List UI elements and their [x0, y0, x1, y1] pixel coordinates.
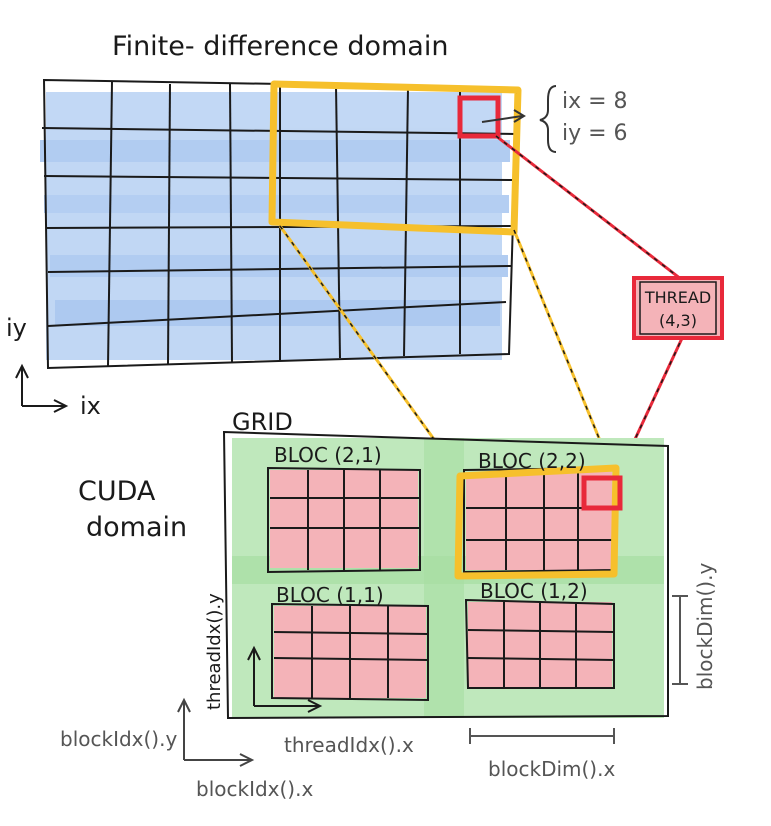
threadidx-y-label: threadIdx().y — [204, 593, 225, 710]
thread-axes: threadIdx().y — [204, 593, 323, 713]
threadidx-x-arrow — [254, 699, 323, 713]
connectors — [278, 134, 691, 481]
blockdim-y-marker — [672, 595, 688, 685]
grid-label: GRID — [232, 408, 293, 436]
cuda-domain-label-line1: CUDA — [78, 476, 156, 507]
cuda-block-highlight — [454, 464, 620, 580]
threadidx-x-label: threadIdx().x — [284, 733, 414, 757]
cuda-thread-highlight — [581, 475, 623, 511]
block-2-2: BLOC (2,2) — [454, 449, 623, 580]
fd-ix-value: ix = 8 — [562, 89, 628, 114]
blockidx-y-label: blockIdx().y — [60, 727, 177, 751]
blockidx-x-arrow — [184, 753, 255, 767]
cuda-domain-label-line2: domain — [86, 512, 187, 543]
blockdim-x-marker — [469, 728, 615, 744]
fd-axis-y-arrow — [15, 363, 29, 406]
block-1-2: BLOC (1,2) — [464, 579, 615, 689]
threadidx-y-arrow — [247, 645, 261, 706]
thread-label-box: THREAD (4,3) — [632, 276, 724, 340]
fd-thread-highlight — [457, 95, 501, 139]
block-1-1: BLOC (1,1) — [271, 583, 429, 702]
fd-axes: iy ix — [6, 314, 101, 420]
block-label: BLOC (2,1) — [274, 443, 382, 467]
blockidx-x-label: blockIdx().x — [196, 777, 313, 801]
fd-thread-arrow — [481, 115, 523, 123]
block-label: BLOC (2,2) — [478, 449, 586, 473]
block-label: BLOC (1,2) — [480, 579, 588, 603]
fd-brace — [539, 85, 557, 153]
fd-iy-value: iy = 6 — [562, 121, 628, 146]
block-label: BLOC (1,1) — [276, 583, 384, 607]
thread-label-line1: THREAD — [644, 288, 711, 307]
thread-label-line2: (4,3) — [659, 311, 697, 330]
fd-domain: ix = 8 iy = 6 — [40, 78, 628, 370]
blockidx-y-arrow — [177, 697, 191, 760]
fd-axis-x-arrow — [22, 399, 69, 413]
block-axes — [177, 697, 255, 767]
block-2-1: BLOC (2,1) — [267, 443, 421, 574]
blockdim-y-label: blockDim().y — [693, 563, 717, 690]
fd-axis-y-label: iy — [6, 314, 27, 342]
diagram-title: Finite- difference domain — [112, 31, 448, 62]
cuda-grid-border — [222, 430, 669, 720]
blockdim-x-label: blockDim().x — [488, 757, 615, 781]
fd-axis-x-label: ix — [80, 392, 101, 420]
